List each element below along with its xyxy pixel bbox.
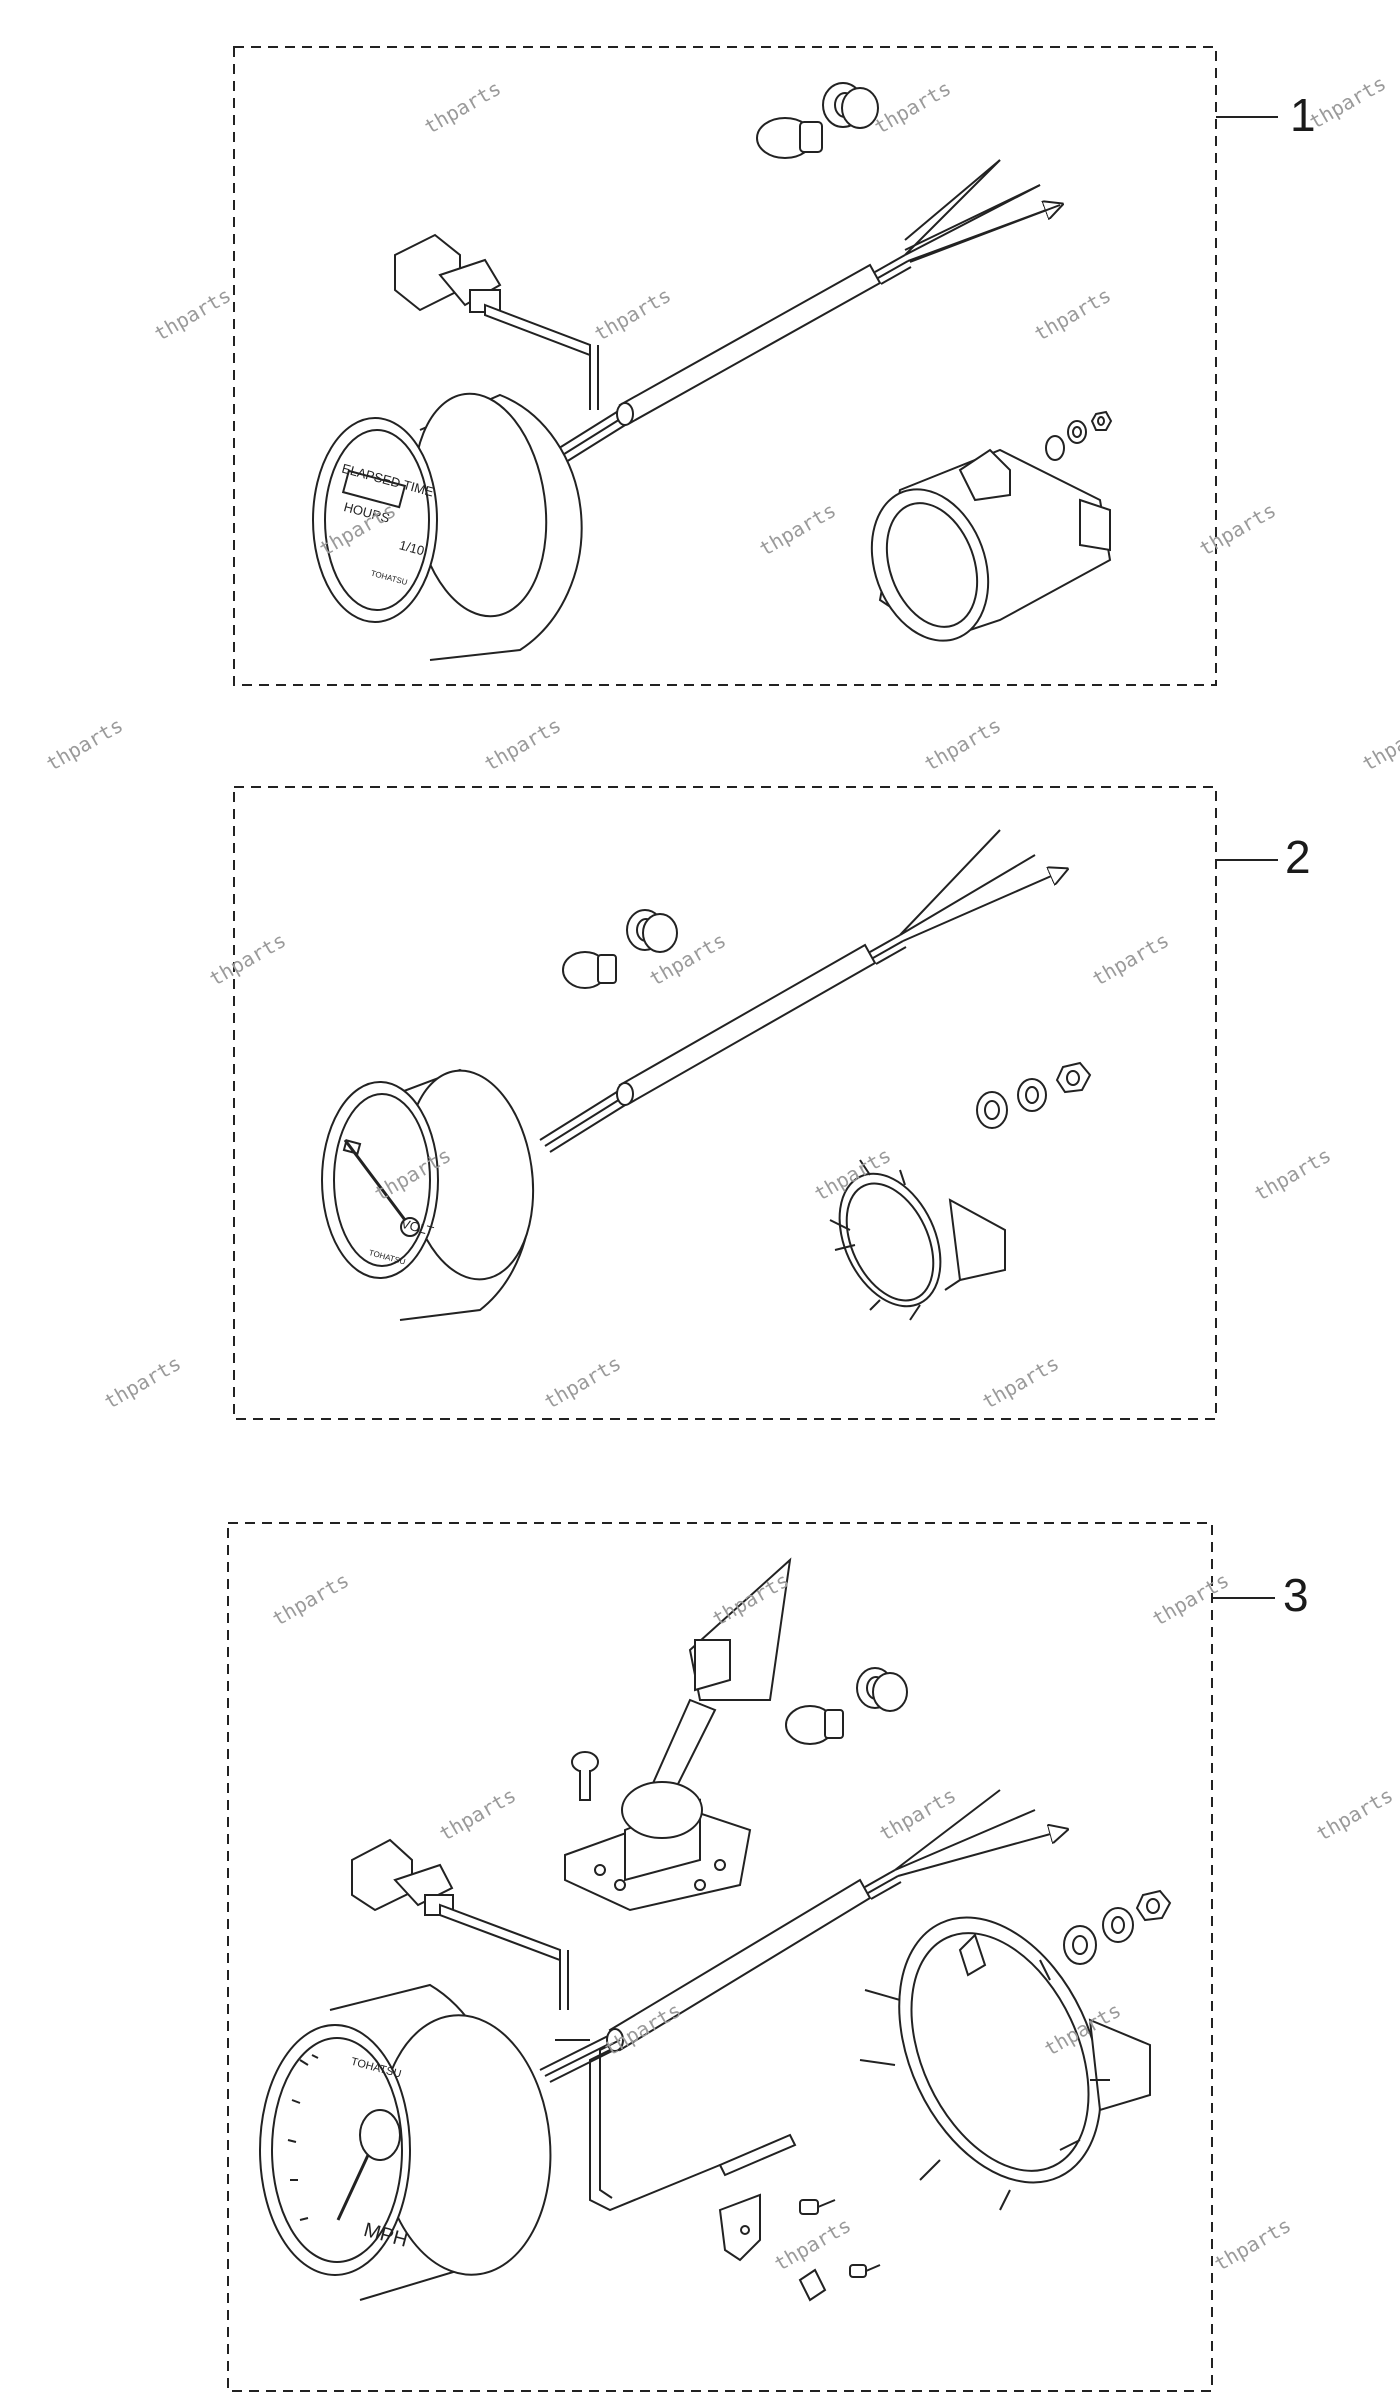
connector-plug-1 <box>394 233 599 410</box>
group-1-boundary <box>233 46 1217 686</box>
clip-small <box>798 2268 827 2302</box>
hardware-2 <box>976 1061 1092 1129</box>
mounting-ring-3 <box>859 1916 1151 2211</box>
gauge-speedometer: TOHATSU MPH <box>259 1983 552 2301</box>
mounting-bracket-1 <box>870 448 1112 642</box>
screw-3a <box>571 1751 599 1801</box>
screw-3b <box>799 2199 836 2215</box>
group-3-speedometer: TOHATSU MPH <box>227 1522 1275 2392</box>
wire-harness-2 <box>539 829 1065 1153</box>
group-2-boundary <box>233 786 1217 1420</box>
screw-3c <box>849 2264 881 2278</box>
callout-1: 1 <box>1290 89 1316 141</box>
group-3-boundary <box>227 1522 1213 2392</box>
bulb-socket-3 <box>785 1667 908 1745</box>
wire-harness-3 <box>539 1789 1065 2212</box>
callout-2: 2 <box>1285 831 1311 883</box>
mounting-ring-2 <box>829 1159 1006 1321</box>
hardware-1 <box>1045 410 1113 461</box>
hose-clip <box>718 2193 761 2262</box>
bulb-socket-2 <box>562 909 678 989</box>
group-1-hour-meter: ELAPSED TIME HOURS 1/10 TOHATSU <box>233 46 1278 686</box>
bulb-socket-1 <box>756 82 879 159</box>
hardware-3 <box>1063 1889 1172 1965</box>
hour-meter-line3: 1/10 <box>398 537 426 558</box>
group-2-voltmeter: VOLT TOHATSU <box>233 786 1278 1420</box>
pitot-pickup <box>564 1557 792 1912</box>
connector-plug-3 <box>351 1838 569 2010</box>
callout-3: 3 <box>1283 1569 1309 1621</box>
gauge-voltmeter: VOLT TOHATSU <box>321 1068 535 1321</box>
wire-harness-1 <box>539 159 1060 473</box>
gauge-hour-meter: ELAPSED TIME HOURS 1/10 TOHATSU <box>312 392 583 661</box>
